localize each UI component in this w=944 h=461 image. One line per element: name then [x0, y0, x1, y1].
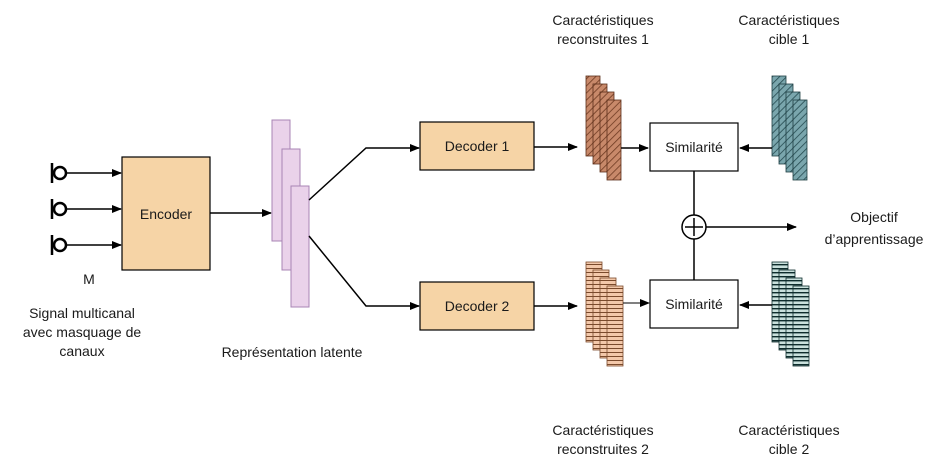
reconstructed-features-2 — [585, 261, 624, 367]
latent-representation — [271, 119, 310, 308]
input-description-line1: Signal multicanal — [29, 305, 135, 321]
microphone-icon — [50, 199, 68, 219]
decoder1-box — [419, 121, 535, 171]
encoder-label: Encoder — [140, 206, 192, 222]
similarity2-label: Similarité — [665, 296, 723, 312]
input-description-line3: canaux — [59, 343, 104, 359]
target-features-1 — [771, 75, 808, 181]
target-features-2 — [771, 261, 810, 367]
recon2-label-line1: Caractéristiques — [552, 422, 653, 438]
target2-label-line1: Caractéristiques — [738, 422, 839, 438]
recon1-label-line1: Caractéristiques — [552, 12, 653, 28]
plus-circle-icon — [681, 214, 707, 240]
decoder2-label: Decoder 2 — [445, 298, 510, 314]
microphone-icon — [50, 235, 68, 255]
reconstructed-features-1 — [585, 75, 622, 181]
target1-label-line1: Caractéristiques — [738, 12, 839, 28]
latent-to-decoder2-arrow — [308, 235, 420, 310]
recon1-label-line2: reconstruites 1 — [557, 31, 649, 47]
objective-label-line2: d’apprentissage — [825, 231, 924, 247]
latent-to-decoder1-arrow — [308, 144, 420, 201]
microphone-icon — [50, 163, 68, 183]
objective-label-line1: Objectif — [850, 209, 898, 225]
similarity1-label: Similarité — [665, 139, 723, 155]
decoder1-label: Decoder 1 — [445, 138, 510, 154]
mic-count-label: M — [83, 271, 95, 287]
decoder2-box — [419, 281, 535, 331]
latent-label: Représentation latente — [222, 344, 363, 360]
target2-label-line2: cible 2 — [769, 441, 810, 457]
encoder-box — [121, 156, 211, 271]
target1-label-line2: cible 1 — [769, 31, 810, 47]
input-description-line2: avec masquage de — [23, 324, 142, 340]
recon2-label-line2: reconstruites 2 — [557, 441, 649, 457]
